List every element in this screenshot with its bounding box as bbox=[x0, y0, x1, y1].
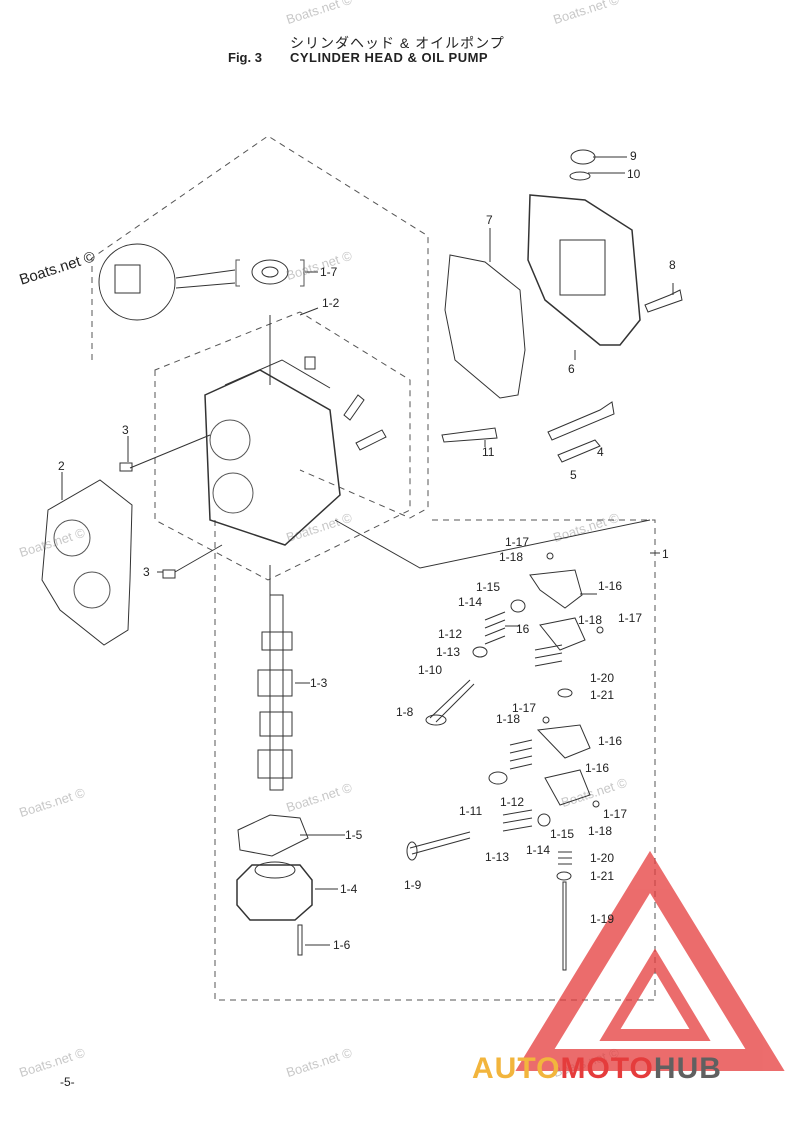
dashed-valve-train-outline bbox=[214, 519, 656, 1001]
callout-1-13: 1-13 bbox=[485, 850, 510, 864]
stud bbox=[557, 439, 601, 463]
callout-7: 7 bbox=[486, 213, 493, 227]
callout-1-6: 1-6 bbox=[333, 938, 351, 952]
callout-10: 10 bbox=[627, 167, 641, 181]
callout-6: 6 bbox=[568, 362, 575, 376]
oil-seal bbox=[251, 259, 289, 285]
callout-1-9: 1-9 bbox=[404, 878, 422, 892]
cylinder-head bbox=[204, 369, 341, 546]
callout-1-20: 1-20 bbox=[590, 671, 615, 685]
head-gasket bbox=[41, 479, 133, 646]
callout-1-18: 1-18 bbox=[588, 824, 613, 838]
brand-part-hub: HUB bbox=[653, 1052, 722, 1085]
callout-1-14: 1-14 bbox=[458, 595, 483, 609]
cap-o-ring bbox=[569, 171, 591, 181]
callout-1-2: 1-2 bbox=[322, 296, 340, 310]
valve-spring bbox=[484, 611, 506, 645]
callout-1-17: 1-17 bbox=[618, 611, 643, 625]
oil-pump bbox=[236, 864, 313, 921]
callout-1-16: 1-16 bbox=[598, 579, 623, 593]
callout-3: 3 bbox=[122, 423, 129, 437]
exhaust-valve bbox=[429, 679, 475, 723]
gasket-bore bbox=[73, 571, 111, 609]
callout-1-4: 1-4 bbox=[340, 882, 358, 896]
brand-part-moto: MOTO bbox=[560, 1052, 654, 1085]
callout-1-18: 1-18 bbox=[496, 712, 521, 726]
callout-1-10: 1-10 bbox=[418, 663, 443, 677]
figure-title: CYLINDER HEAD & OIL PUMP bbox=[290, 50, 489, 65]
rocker-arm bbox=[539, 617, 586, 651]
callout-4: 4 bbox=[597, 445, 604, 459]
callout-1-20: 1-20 bbox=[590, 851, 615, 865]
dowel-pin bbox=[162, 569, 176, 579]
valve-spring bbox=[534, 644, 563, 667]
callout-1-18: 1-18 bbox=[499, 550, 524, 564]
figure-number: Fig. 3 bbox=[228, 50, 262, 65]
logo-triangle bbox=[515, 850, 785, 1071]
callout-1-5: 1-5 bbox=[345, 828, 363, 842]
pump-bolt bbox=[297, 924, 303, 956]
rocker-arm bbox=[536, 724, 591, 759]
spark-plug bbox=[441, 427, 498, 443]
callout-1-7: 1-7 bbox=[320, 265, 338, 279]
brand-wordmark: AUTOMOTOHUB bbox=[472, 1052, 722, 1086]
valve-spring bbox=[509, 739, 533, 770]
detail-inset bbox=[98, 243, 176, 321]
dowel-pin bbox=[119, 462, 133, 472]
callout-1-12: 1-12 bbox=[500, 795, 525, 809]
callout-1-17: 1-17 bbox=[512, 701, 537, 715]
head-port bbox=[212, 472, 254, 514]
push-rod bbox=[562, 881, 567, 971]
callout-1-21: 1-21 bbox=[590, 869, 615, 883]
cover-bolt bbox=[644, 289, 683, 313]
callout-11: 11 bbox=[482, 445, 495, 459]
callout-1-15: 1-15 bbox=[550, 827, 575, 841]
camshaft-core bbox=[269, 594, 284, 791]
oil-filler-cap bbox=[570, 149, 596, 165]
callout-1-19: 1-19 bbox=[590, 912, 615, 926]
head-port bbox=[209, 419, 251, 461]
valve-spring bbox=[558, 851, 572, 865]
page-number: -5- bbox=[60, 1075, 75, 1089]
callout-16: 16 bbox=[516, 622, 530, 636]
callout-1-17: 1-17 bbox=[603, 807, 628, 821]
callout-5: 5 bbox=[570, 468, 577, 482]
callout-8: 8 bbox=[669, 258, 676, 272]
head-cover bbox=[527, 194, 641, 346]
callout-1-21: 1-21 bbox=[590, 688, 615, 702]
callout-1-12: 1-12 bbox=[438, 627, 463, 641]
valve-spring bbox=[502, 809, 533, 832]
callout-1-15: 1-15 bbox=[476, 580, 501, 594]
callout-1-13: 1-13 bbox=[436, 645, 461, 659]
gasket-bore bbox=[53, 519, 91, 557]
leader-line bbox=[334, 519, 651, 569]
callout-3: 3 bbox=[143, 565, 150, 579]
callout-2: 2 bbox=[58, 459, 65, 473]
callout-1-14: 1-14 bbox=[526, 843, 551, 857]
cover-gasket bbox=[444, 254, 526, 399]
dashed-group-outline bbox=[91, 135, 429, 519]
intake-valve bbox=[409, 831, 471, 855]
rocker-arm bbox=[529, 569, 583, 609]
callout-1-3: 1-3 bbox=[310, 676, 328, 690]
head-bolt bbox=[547, 401, 615, 441]
callout-1-17: 1-17 bbox=[505, 535, 530, 549]
rocker-arm bbox=[544, 769, 591, 806]
callout-1-18: 1-18 bbox=[578, 613, 603, 627]
brand-part-auto: AUTO bbox=[472, 1052, 561, 1085]
callout-1-16: 1-16 bbox=[585, 761, 610, 775]
callout-1: 1 bbox=[662, 547, 669, 561]
oil-pump-gasket bbox=[237, 814, 309, 857]
dashed-head-outline bbox=[154, 311, 411, 581]
callout-9: 9 bbox=[630, 149, 637, 163]
callout-1-16: 1-16 bbox=[598, 734, 623, 748]
title-japanese: シリンダヘッド & オイルポンプ bbox=[290, 35, 505, 51]
brand-logo bbox=[515, 850, 785, 1071]
callout-1-8: 1-8 bbox=[396, 705, 414, 719]
callout-1-11: 1-11 bbox=[459, 804, 483, 818]
